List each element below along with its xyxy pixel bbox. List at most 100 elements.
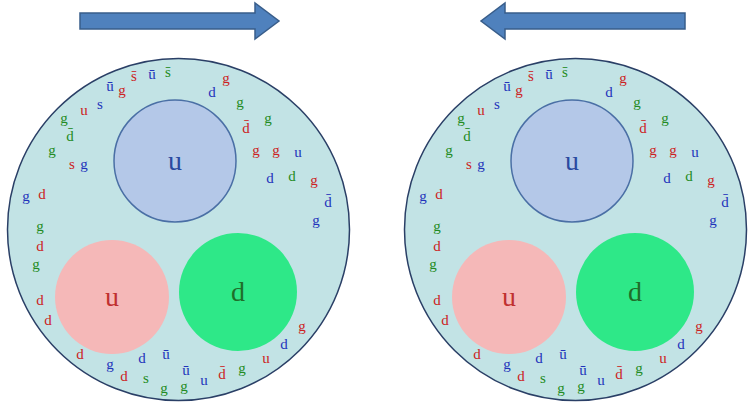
- sea-parton: d̄: [242, 121, 250, 136]
- valence-quark: u: [451, 239, 567, 355]
- sea-parton: g: [180, 379, 188, 394]
- sea-parton: d̄: [463, 129, 471, 144]
- valence-quark: u: [510, 99, 634, 223]
- sea-parton: d: [36, 239, 44, 254]
- sea-parton: g: [80, 157, 88, 172]
- valence-quark: u: [54, 239, 170, 355]
- sea-parton: u: [691, 145, 699, 160]
- sea-parton: d̄: [615, 367, 623, 382]
- sea-parton: s: [97, 97, 103, 112]
- sea-parton: g: [238, 361, 246, 376]
- sea-parton: d: [433, 293, 441, 308]
- sea-parton: ū: [148, 67, 156, 82]
- sea-parton: d: [138, 351, 146, 366]
- motion-arrow: [481, 3, 685, 39]
- sea-parton: s: [143, 371, 149, 386]
- sea-parton: g: [298, 319, 306, 334]
- quark-label: d: [231, 278, 245, 306]
- valence-quark: u: [113, 99, 237, 223]
- sea-parton: g: [649, 143, 657, 158]
- sea-parton: d: [288, 169, 296, 184]
- sea-parton: u: [477, 103, 485, 118]
- quark-label: u: [502, 283, 516, 311]
- sea-parton: g: [264, 111, 272, 126]
- sea-parton: g: [457, 111, 465, 126]
- sea-parton: g: [106, 357, 114, 372]
- sea-parton: g: [236, 95, 244, 110]
- sea-parton: d̄: [721, 195, 729, 210]
- sea-parton: s̄: [165, 65, 171, 80]
- sea-parton: d: [663, 171, 671, 186]
- valence-quark: d: [178, 232, 298, 352]
- sea-parton: u: [200, 373, 208, 388]
- sea-parton: s: [494, 97, 500, 112]
- sea-parton: ū: [579, 363, 587, 378]
- sea-parton: d: [76, 347, 84, 362]
- sea-parton: g: [36, 219, 44, 234]
- sea-parton: d: [517, 369, 525, 384]
- sea-parton: g: [557, 381, 565, 396]
- sea-parton: d: [535, 351, 543, 366]
- sea-parton: g: [709, 213, 717, 228]
- sea-parton: g: [48, 143, 56, 158]
- sea-parton: d: [36, 293, 44, 308]
- sea-parton: g: [707, 173, 715, 188]
- sea-parton: ū: [106, 79, 114, 94]
- sea-parton: g: [312, 213, 320, 228]
- proton-body: [405, 59, 747, 401]
- sea-parton: u: [659, 351, 667, 366]
- sea-parton: g: [429, 257, 437, 272]
- sea-parton: g: [577, 379, 585, 394]
- sea-parton: ū: [545, 67, 553, 82]
- sea-parton: g: [419, 189, 427, 204]
- sea-parton: d: [677, 337, 685, 352]
- sea-parton: g: [503, 357, 511, 372]
- sea-parton: g: [515, 83, 523, 98]
- sea-parton: d: [441, 313, 449, 328]
- sea-parton: d: [280, 337, 288, 352]
- sea-parton: d: [266, 171, 274, 186]
- sea-parton: g: [22, 189, 30, 204]
- sea-parton: ū: [503, 79, 511, 94]
- sea-parton: g: [222, 71, 230, 86]
- sea-parton: s: [540, 371, 546, 386]
- sea-parton: g: [160, 381, 168, 396]
- sea-parton: g: [619, 71, 627, 86]
- sea-parton: g: [661, 111, 669, 126]
- sea-parton: d: [435, 187, 443, 202]
- quark-label: u: [105, 283, 119, 311]
- sea-parton: g: [32, 257, 40, 272]
- sea-parton: d: [473, 347, 481, 362]
- proton-body: [8, 59, 350, 401]
- sea-parton: g: [433, 219, 441, 234]
- sea-parton: u: [262, 351, 270, 366]
- quark-label: u: [168, 147, 182, 175]
- sea-parton: d: [433, 239, 441, 254]
- sea-parton: s̄: [131, 69, 137, 84]
- sea-parton: g: [60, 111, 68, 126]
- sea-parton: g: [635, 361, 643, 376]
- sea-parton: g: [310, 173, 318, 188]
- sea-parton: d: [685, 169, 693, 184]
- sea-parton: d̄: [66, 129, 74, 144]
- sea-parton: s: [466, 157, 472, 172]
- sea-parton: u: [294, 145, 302, 160]
- sea-parton: g: [252, 143, 260, 158]
- sea-parton: g: [477, 157, 485, 172]
- sea-parton: d: [605, 85, 613, 100]
- sea-parton: d: [44, 313, 52, 328]
- motion-arrow: [80, 3, 279, 39]
- valence-quark: d: [575, 232, 695, 352]
- sea-parton: g: [695, 319, 703, 334]
- sea-parton: g: [272, 143, 280, 158]
- sea-parton: d: [208, 85, 216, 100]
- sea-parton: ū: [559, 347, 567, 362]
- sea-parton: d̄: [218, 367, 226, 382]
- sea-parton: ū: [182, 363, 190, 378]
- sea-parton: d̄: [324, 195, 332, 210]
- sea-parton: g: [118, 83, 126, 98]
- sea-parton: u: [597, 373, 605, 388]
- sea-parton: s: [69, 157, 75, 172]
- sea-parton: g: [445, 143, 453, 158]
